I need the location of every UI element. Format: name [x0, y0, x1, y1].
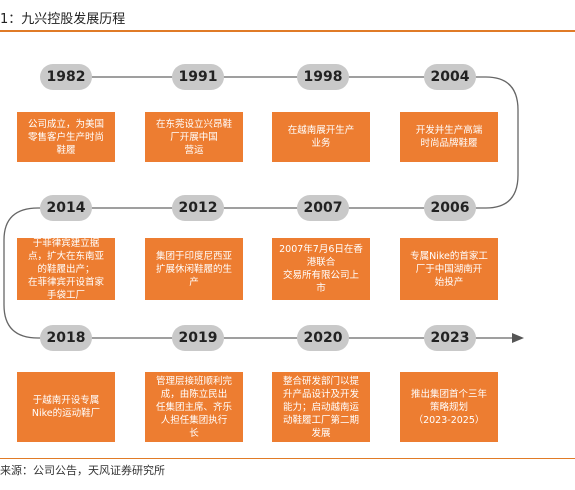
timeline-arrowhead: [512, 333, 524, 343]
event-card-1982: 公司成立，为美国 零售客户生产时尚 鞋履: [17, 112, 115, 162]
event-card-2014: 于菲律宾建立据 点，扩大在东南亚 的鞋履出产； 在菲律宾开设首家 手袋工厂: [17, 238, 115, 301]
event-card-1991: 在东莞设立兴昂鞋 厂开展中国 营运: [145, 112, 243, 162]
year-badge-2019: 2019: [172, 325, 224, 351]
year-badge-2012: 2012: [172, 195, 224, 221]
event-card-2004: 开发并生产高端 时尚品牌鞋履: [400, 112, 498, 162]
year-badge-2018: 2018: [40, 325, 92, 351]
year-badge-2023: 2023: [424, 325, 476, 351]
event-card-2019: 管理层接班顺利完 成，由陈立民出 任集团主席、齐乐 人担任集团执行 长: [145, 372, 243, 442]
year-badge-2007: 2007: [297, 195, 349, 221]
event-card-1998: 在越南展开生产 业务: [272, 112, 370, 162]
year-badge-1998: 1998: [297, 64, 349, 90]
bottom-divider: [0, 458, 575, 459]
event-card-2018: 于越南开设专属 Nike的运动鞋厂: [17, 372, 115, 442]
year-badge-2004: 2004: [424, 64, 476, 90]
year-badge-2020: 2020: [297, 325, 349, 351]
event-card-2012: 集团于印度尼西亚 扩展休闲鞋履的生 产: [145, 238, 243, 300]
year-badge-2006: 2006: [424, 195, 476, 221]
year-badge-2014: 2014: [40, 195, 92, 221]
year-badge-1982: 1982: [40, 64, 92, 90]
event-card-2006: 专属Nike的首家工 厂于中国湖南开 始投产: [400, 238, 498, 300]
event-card-2007: 2007年7月6日在香 港联合 交易所有限公司上 市: [272, 238, 370, 300]
source-note: 来源：公司公告，天风证券研究所: [0, 464, 165, 477]
figure-title: 1：九兴控股发展历程: [0, 12, 126, 27]
top-divider: [0, 30, 575, 32]
event-card-2023: 推出集团首个三年 策略规划 （2023-2025）: [400, 372, 498, 442]
event-card-2020: 整合研发部门以提 升产品设计及开发 能力；启动越南运 动鞋履工厂第二期 发展: [272, 372, 370, 442]
year-badge-1991: 1991: [172, 64, 224, 90]
